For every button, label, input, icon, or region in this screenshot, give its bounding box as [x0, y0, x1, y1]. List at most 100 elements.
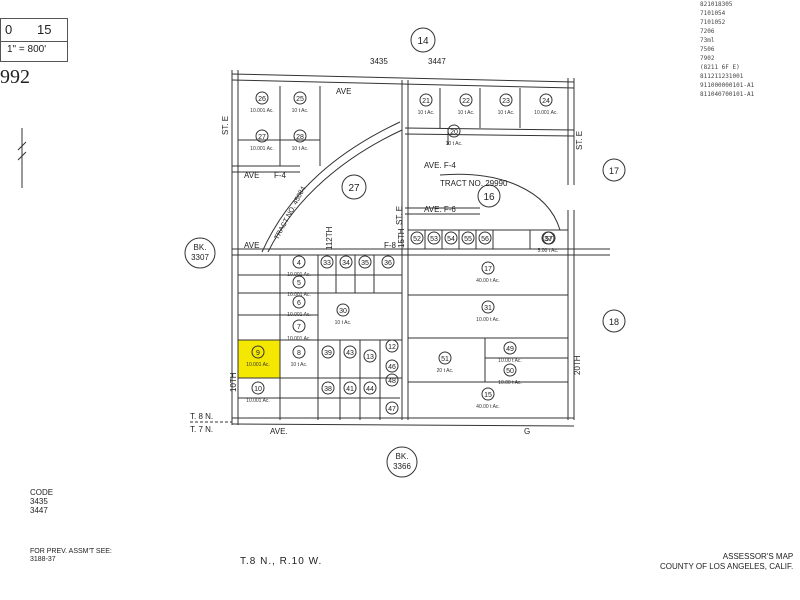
note-line: 7902 [700, 55, 715, 62]
note-line: 821018305 [700, 1, 733, 8]
parcel-number: 5 [297, 280, 301, 287]
note-line: 811040700101-A1 [700, 91, 755, 98]
parcel-acreage: 10.001 Ac. [287, 272, 311, 278]
parcel-circle [320, 255, 334, 269]
parcel-acreage: 10.001 Ac. [250, 146, 274, 152]
note-line: 7101052 [700, 19, 726, 26]
parcel-number: 51 [441, 356, 449, 363]
parcel-circle [459, 93, 473, 107]
parcel-number: 52 [413, 236, 421, 243]
note-line: 73ml [700, 37, 715, 44]
parcel-circle [292, 295, 306, 309]
parcel-number: 20 [450, 129, 458, 136]
parcel-number: 27 [258, 134, 266, 141]
code-label: CODE [30, 488, 54, 497]
parcel-circle [385, 401, 399, 415]
parcel-number: 15 [484, 392, 492, 399]
parcel-number: 13 [366, 354, 374, 361]
parcel-circle [503, 363, 517, 377]
township-range: T.8 N., R.10 W. [240, 556, 323, 567]
parcel-circle [481, 387, 495, 401]
parcel-circle [336, 303, 350, 317]
parcel-number: 36 [384, 260, 392, 267]
parcel-circle [339, 255, 353, 269]
tract-29990-label: TRACT NO. 29990 [440, 179, 508, 188]
parcel-circle [481, 300, 495, 314]
map-title-block: ASSESSOR'S MAP COUNTY OF LOS ANGELES, CA… [660, 552, 793, 572]
prev-ref: 3188-37 [30, 556, 56, 563]
tax-code-block: CODE 3435 3447 [30, 488, 53, 515]
note-line: 811211231001 [700, 73, 744, 80]
parcel-number: 35 [361, 260, 369, 267]
previous-assessment-note: FOR PREV. ASSM'T SEE: 3188-37 [30, 548, 112, 564]
code-1: 3435 [30, 497, 48, 506]
parcel-number: 24 [542, 98, 550, 105]
parcel-circle [499, 93, 513, 107]
street-ave-left: AVE [244, 241, 259, 250]
parcel-number: 55 [464, 236, 472, 243]
parcel-circle [343, 345, 357, 359]
parcel-number: 26 [258, 96, 266, 103]
parcel-number: 10 [254, 386, 262, 393]
circle-16 [477, 184, 501, 208]
parcel-number: 21 [422, 98, 430, 105]
top-code-left: 3435 [370, 57, 388, 66]
street-st-e-left: ST. E [221, 116, 230, 135]
circle-27 [341, 174, 367, 200]
parcel-circle [292, 255, 306, 269]
parcel-circle [292, 275, 306, 289]
street-f8: F-8 [384, 241, 397, 250]
parcel-number: 48 [388, 378, 396, 385]
parcel-number: 33 [323, 260, 331, 267]
parcel-number: 30 [339, 308, 347, 315]
street-ave-f4: AVE. F-4 [424, 161, 456, 170]
parcel-circle [438, 351, 452, 365]
bk-3307: 3307 [191, 253, 209, 262]
circle-bk3307 [184, 237, 216, 269]
parcel-number: 39 [324, 350, 332, 357]
parcel-circle [444, 231, 458, 245]
parcel-circle [381, 255, 395, 269]
parcel-number: 22 [462, 98, 470, 105]
note-line: 7101054 [700, 10, 726, 17]
parcel-circle [321, 381, 335, 395]
bk-3366: 3366 [393, 462, 411, 471]
bk-label-b: BK. [396, 452, 409, 461]
circle-27-label: 27 [348, 183, 360, 194]
parcel-acreage: 10 t Ac. [291, 362, 308, 368]
parcel-number: 49 [506, 346, 514, 353]
parcel-circle [481, 261, 495, 275]
circle-18 [602, 309, 626, 333]
parcel-number: 43 [346, 350, 354, 357]
page-number: 992 [0, 66, 30, 88]
parcel-circle [385, 359, 399, 373]
note-line: (8211 6F E) [700, 64, 740, 71]
circle-17-label: 17 [609, 166, 619, 176]
parcel-acreage: 10.00 t Ac. [476, 317, 500, 323]
parcel-acreage: 10.001 Ac. [250, 108, 274, 114]
parcel-acreage: 10 t Ac. [418, 110, 435, 116]
parcel-acreage: 10.00 t Ac. [498, 358, 522, 364]
parcel-circle [541, 231, 555, 245]
parcel-acreage: 10 t Ac. [458, 110, 475, 116]
parcel-acreage: 10 t Ac. [498, 110, 515, 116]
parcel-acreage: 10 t Ac. [446, 141, 463, 147]
parcel-circle [251, 345, 265, 359]
parcel-acreage: 5.00 t Ac. [538, 248, 559, 254]
parcel-acreage: 10.001 Ac. [246, 362, 270, 368]
parcel-circle [539, 93, 553, 107]
sheet-left: 0 [5, 22, 13, 37]
parcel-circle [293, 91, 307, 105]
township-t8n: T. 8 N. [190, 412, 213, 421]
street-g: G [524, 427, 530, 436]
county-title: COUNTY OF LOS ANGELES, CALIF. [660, 562, 794, 571]
note-line: 911000000101-A1 [700, 82, 755, 89]
street-st-e-right: ST. E [575, 131, 584, 150]
note-line: 7506 [700, 46, 715, 53]
reference-circles [184, 27, 626, 478]
parcel-acreage: 40.00 t Ac. [476, 404, 500, 410]
parcel-circle [292, 345, 306, 359]
parcel-acreage: 10.001 Ac. [287, 312, 311, 318]
parcel-acreage: 10.00 t Ac. [498, 380, 522, 386]
parcel-number: 54 [447, 236, 455, 243]
